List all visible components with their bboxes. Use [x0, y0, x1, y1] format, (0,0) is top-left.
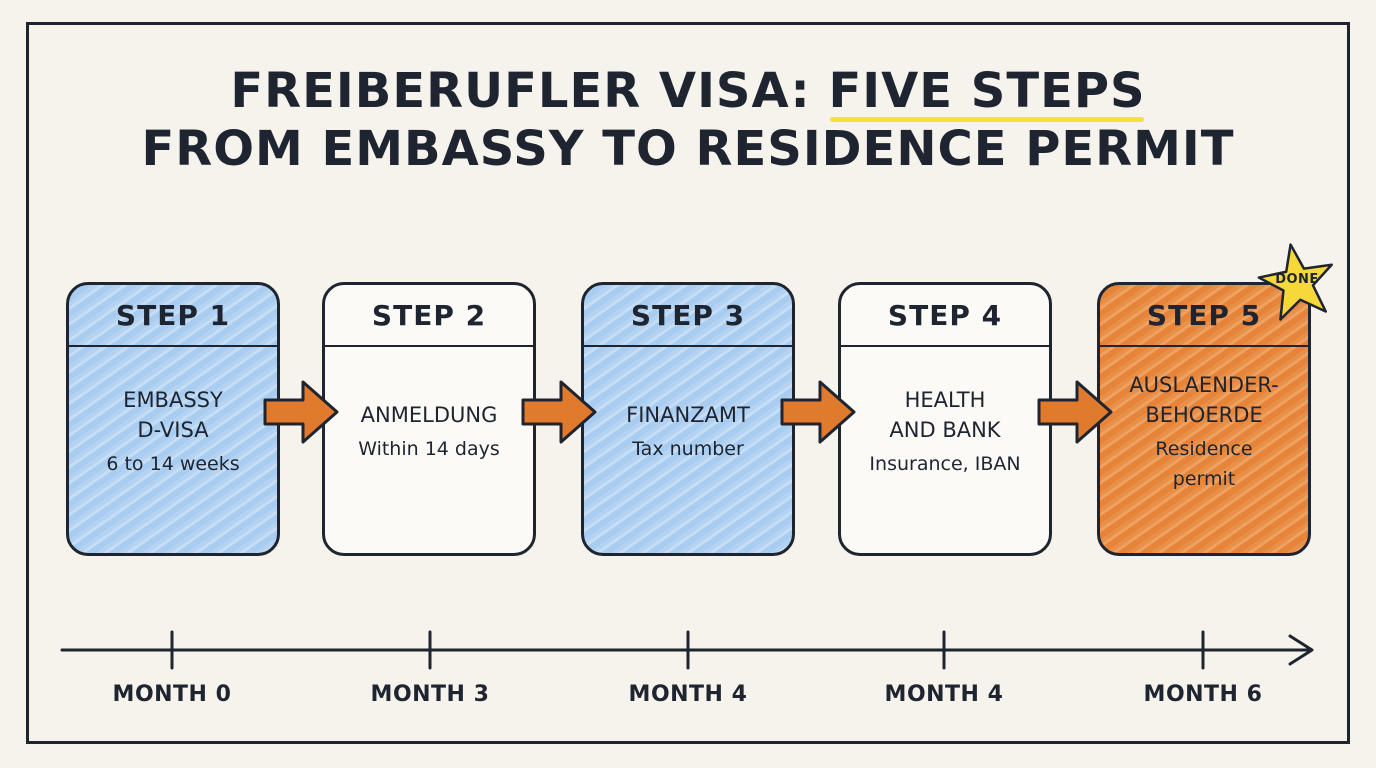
step-4-detail: Insurance, IBAN: [869, 453, 1021, 475]
step-card-1: STEP 1 EMBASSY D-VISA 6 to 14 weeks: [66, 282, 280, 556]
step-5-label: STEP 5: [1100, 285, 1308, 347]
step-card-5: STEP 5 AUSLAENDER- BEHOERDE Residence pe…: [1097, 282, 1311, 556]
timeline-axis: [60, 630, 1314, 670]
title-part-2: FROM EMBASSY TO RESIDENCE PERMIT: [141, 121, 1235, 177]
step-3-body: FINANZAMT Tax number: [592, 347, 784, 553]
step-1-label: STEP 1: [69, 285, 277, 347]
step-4-name: HEALTH AND BANK: [889, 388, 1001, 442]
timeline-month-5: MONTH 6: [1143, 682, 1263, 707]
step-2-body: ANMELDUNG Within 14 days: [333, 347, 525, 553]
done-badge: DONE: [1275, 272, 1319, 287]
step-card-2: STEP 2 ANMELDUNG Within 14 days: [322, 282, 536, 556]
star-icon: [1257, 243, 1333, 321]
diagram-title: FREIBERUFLER VISA: FIVE STEPS FROM EMBAS…: [0, 62, 1376, 178]
diagram-frame: [26, 22, 1350, 744]
arrow-right-icon: [521, 380, 597, 444]
step-card-3: STEP 3 FINANZAMT Tax number: [581, 282, 795, 556]
title-highlight: FIVE STEPS: [828, 63, 1146, 122]
step-2-label: STEP 2: [325, 285, 533, 347]
title-part-1: FREIBERUFLER VISA:: [230, 63, 829, 119]
step-2-detail: Within 14 days: [358, 438, 500, 460]
step-5-detail: Residence permit: [1155, 438, 1253, 490]
step-4-label: STEP 4: [841, 285, 1049, 347]
step-4-body: HEALTH AND BANK Insurance, IBAN: [849, 347, 1041, 553]
arrow-right-icon: [1037, 380, 1113, 444]
step-2-name: ANMELDUNG: [360, 403, 498, 427]
arrow-right-icon: [263, 380, 339, 444]
step-5-name: AUSLAENDER- BEHOERDE: [1129, 373, 1279, 427]
timeline-month-2: MONTH 3: [370, 682, 490, 707]
step-3-detail: Tax number: [632, 438, 744, 460]
step-1-detail: 6 to 14 weeks: [106, 453, 240, 475]
step-1-name: EMBASSY D-VISA: [123, 388, 223, 442]
step-5-body: AUSLAENDER- BEHOERDE Residence permit: [1108, 347, 1300, 553]
timeline-month-1: MONTH 0: [112, 682, 232, 707]
arrow-right-icon: [780, 380, 856, 444]
step-3-name: FINANZAMT: [626, 403, 750, 427]
step-card-4: STEP 4 HEALTH AND BANK Insurance, IBAN: [838, 282, 1052, 556]
step-1-body: EMBASSY D-VISA 6 to 14 weeks: [77, 347, 269, 553]
timeline-month-4: MONTH 4: [884, 682, 1004, 707]
timeline-month-3: MONTH 4: [628, 682, 748, 707]
step-3-label: STEP 3: [584, 285, 792, 347]
